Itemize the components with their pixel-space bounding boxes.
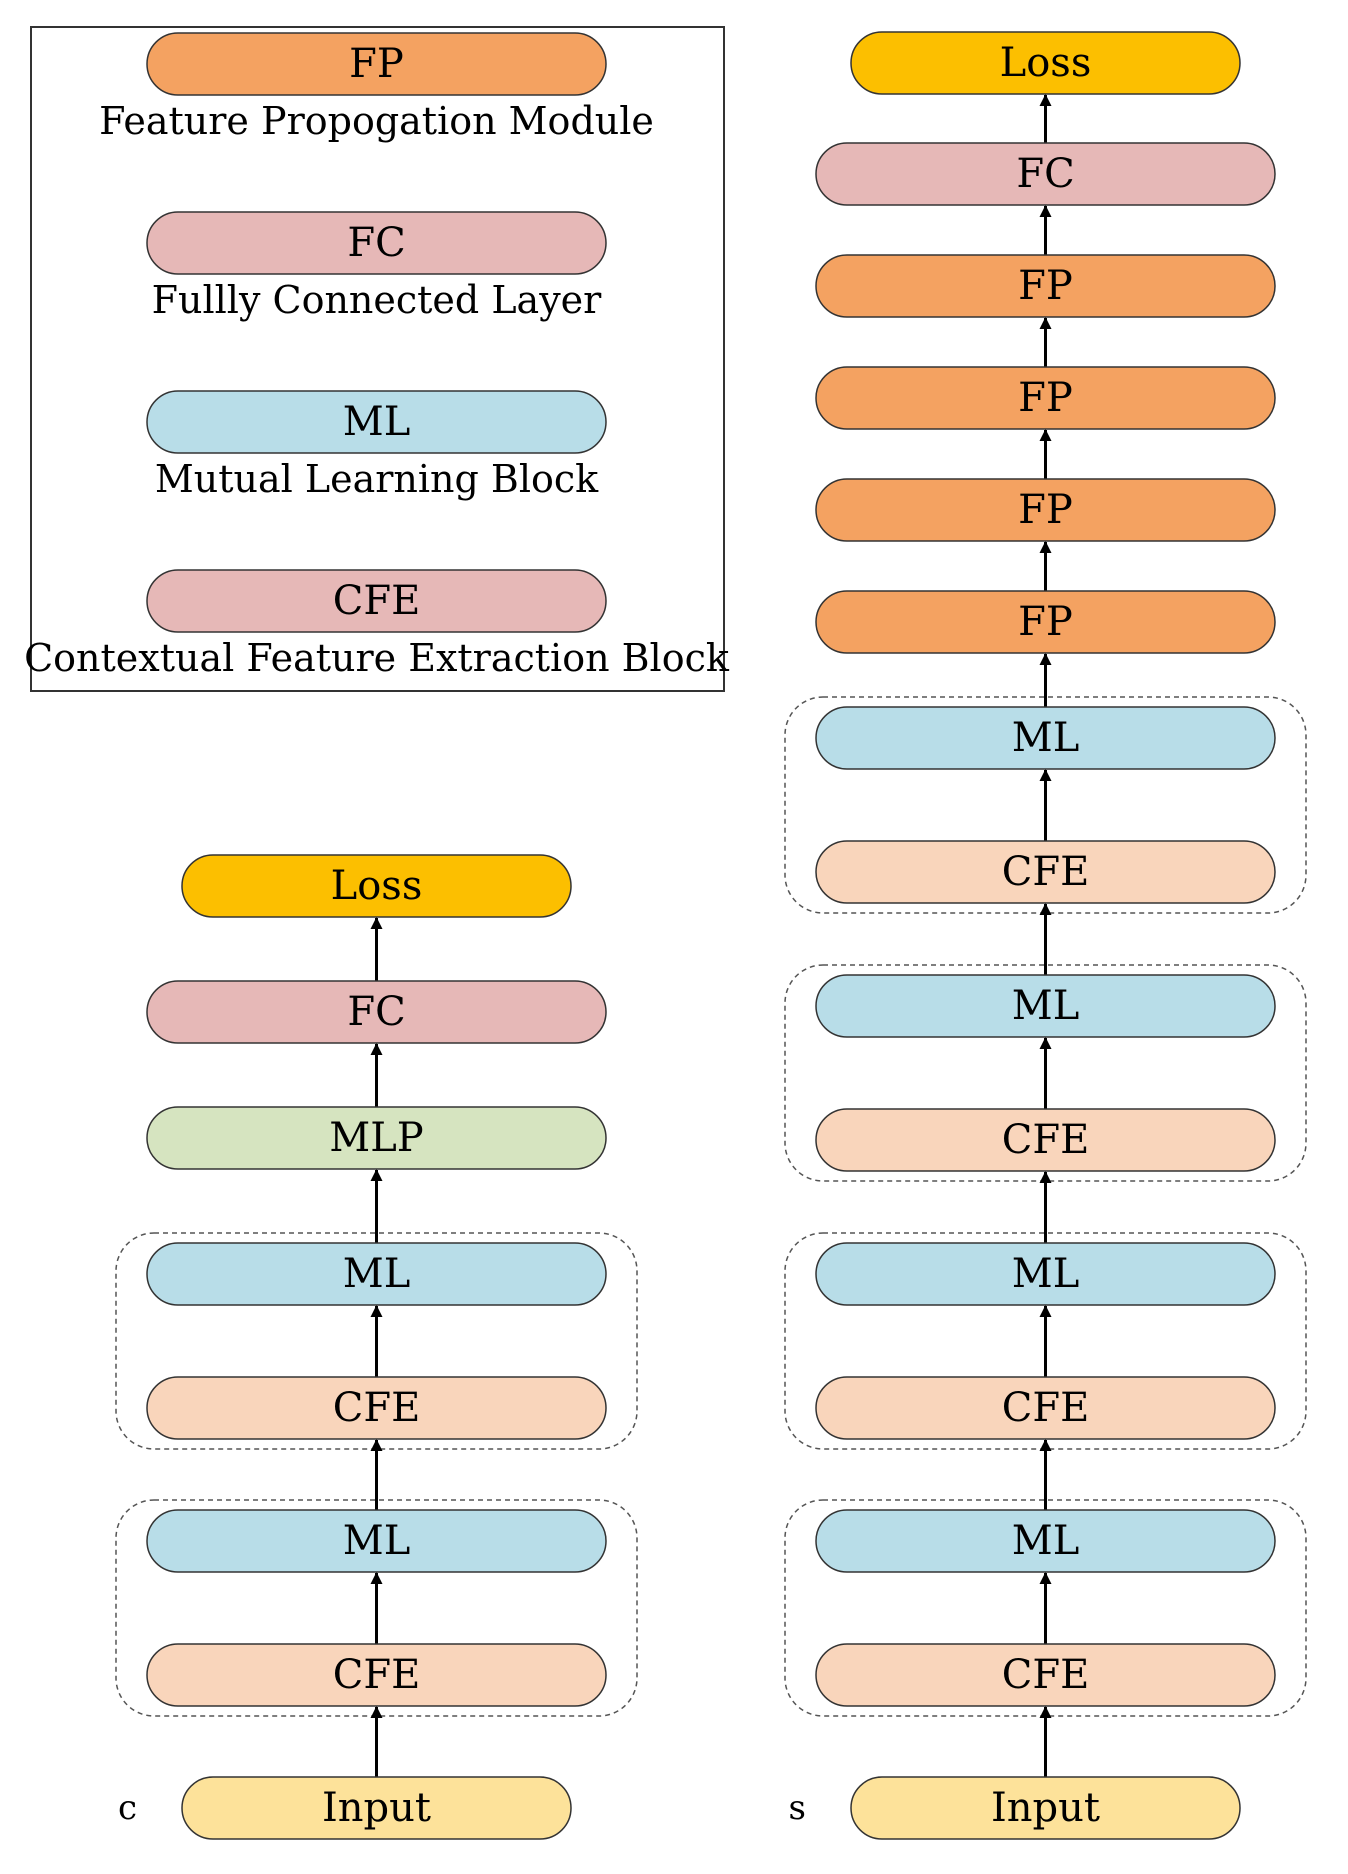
block-input bbox=[850, 1776, 1241, 1840]
block-ml bbox=[815, 1509, 1276, 1573]
block-fp bbox=[815, 590, 1276, 654]
pipeline-label: c bbox=[118, 1788, 137, 1828]
segmentation-pipeline: Input CFE ML CFE ML CFE ML CFE ML FP FP FP FP FC Loss s bbox=[784, 31, 1307, 1840]
block-group-frame bbox=[784, 1499, 1307, 1717]
legend-block-ml bbox=[146, 390, 607, 454]
block-mlp bbox=[146, 1106, 607, 1170]
block-group-frame bbox=[784, 1232, 1307, 1450]
block-label-loss: Loss bbox=[1000, 40, 1092, 86]
block-label-cfe: CFE bbox=[333, 1652, 421, 1698]
block-label-cfe: CFE bbox=[1002, 1652, 1090, 1698]
block-label-ml: ML bbox=[1012, 715, 1080, 761]
block-label-input: Input bbox=[322, 1785, 431, 1831]
block-group-frame bbox=[115, 1499, 638, 1717]
block-cfe bbox=[815, 1108, 1276, 1172]
legend-block-fc bbox=[146, 211, 607, 275]
block-label-fp: FP bbox=[1018, 487, 1073, 533]
block-input bbox=[181, 1776, 572, 1840]
legend-description-ml: Mutual Learning Block bbox=[155, 457, 599, 501]
block-loss bbox=[181, 854, 572, 918]
block-label-cfe: CFE bbox=[333, 1385, 421, 1431]
block-label-cfe: CFE bbox=[1002, 1385, 1090, 1431]
block-fp bbox=[815, 254, 1276, 318]
block-label-loss: Loss bbox=[331, 863, 423, 909]
block-ml bbox=[815, 706, 1276, 770]
block-label-ml: ML bbox=[343, 1518, 411, 1564]
block-label-fp: FP bbox=[1018, 599, 1073, 645]
block-cfe bbox=[146, 1643, 607, 1707]
block-label-fp: FP bbox=[1018, 375, 1073, 421]
legend-block-label-fp: FP bbox=[349, 41, 404, 87]
block-group-frame bbox=[115, 1232, 638, 1450]
legend-block-label-fc: FC bbox=[347, 220, 405, 266]
block-fc bbox=[815, 142, 1276, 206]
legend-block-label-ml: ML bbox=[343, 399, 411, 445]
block-label-ml: ML bbox=[1012, 1251, 1080, 1297]
block-label-ml: ML bbox=[1012, 983, 1080, 1029]
block-cfe bbox=[815, 1376, 1276, 1440]
block-fc bbox=[146, 980, 607, 1044]
block-cfe bbox=[815, 1643, 1276, 1707]
block-group-frame bbox=[784, 964, 1307, 1182]
legend-description-fp: Feature Propogation Module bbox=[99, 99, 654, 143]
block-ml bbox=[146, 1509, 607, 1573]
block-fp bbox=[815, 366, 1276, 430]
block-label-mlp: MLP bbox=[329, 1115, 423, 1161]
block-label-fp: FP bbox=[1018, 263, 1073, 309]
block-ml bbox=[146, 1242, 607, 1306]
legend-description-fc: Fullly Connected Layer bbox=[152, 278, 603, 322]
legend-block-label-cfe: CFE bbox=[333, 578, 421, 624]
block-ml bbox=[815, 974, 1276, 1038]
block-label-cfe: CFE bbox=[1002, 849, 1090, 895]
block-label-ml: ML bbox=[343, 1251, 411, 1297]
block-loss bbox=[850, 31, 1241, 95]
legend-description-cfe: Contextual Feature Extraction Block bbox=[24, 636, 730, 680]
block-label-input: Input bbox=[991, 1785, 1100, 1831]
block-label-fc: FC bbox=[347, 989, 405, 1035]
block-group-frame bbox=[784, 696, 1307, 914]
legend-frame bbox=[30, 26, 725, 692]
block-label-cfe: CFE bbox=[1002, 1117, 1090, 1163]
block-fp bbox=[815, 478, 1276, 542]
block-cfe bbox=[815, 840, 1276, 904]
legend-block-fp bbox=[146, 32, 607, 96]
block-ml bbox=[815, 1242, 1276, 1306]
block-label-fc: FC bbox=[1016, 151, 1074, 197]
classification-pipeline: Input CFE ML CFE ML MLP FC Loss c bbox=[115, 854, 638, 1840]
block-cfe bbox=[146, 1376, 607, 1440]
legend-block-cfe bbox=[146, 569, 607, 633]
pipeline-label: s bbox=[789, 1788, 806, 1828]
block-label-ml: ML bbox=[1012, 1518, 1080, 1564]
